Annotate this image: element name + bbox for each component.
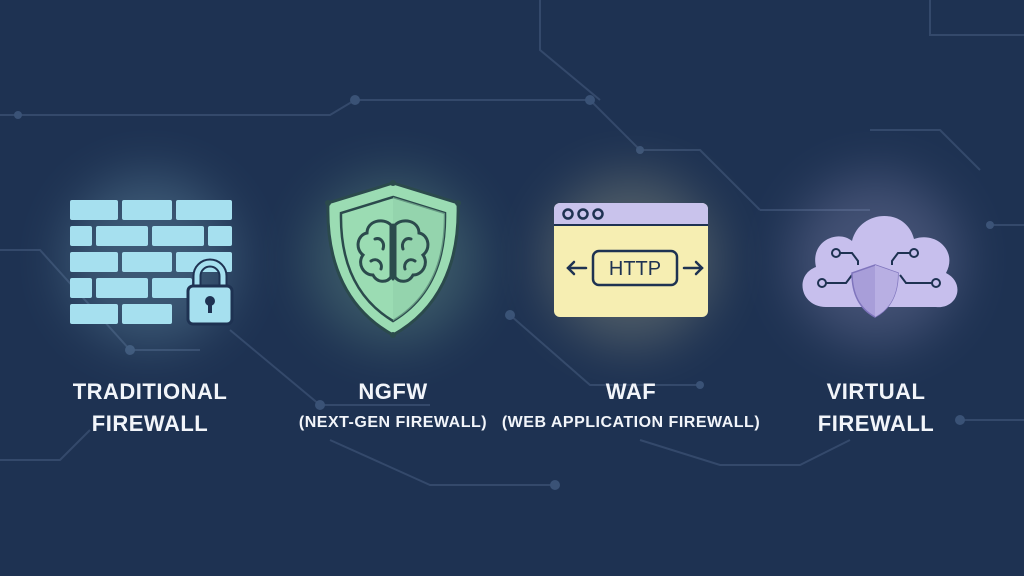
item-subtitle: (NEXT-GEN FIREWALL) bbox=[298, 414, 488, 431]
item-label: TRADITIONAL FIREWALL bbox=[73, 376, 228, 440]
item-title: NGFW bbox=[358, 379, 428, 404]
item-label: WAF (WEB APPLICATION FIREWALL) bbox=[502, 376, 760, 438]
item-title: WAF bbox=[605, 379, 657, 404]
cloud-shield-icon bbox=[802, 215, 958, 318]
item-subtitle: (WEB APPLICATION FIREWALL) bbox=[501, 414, 761, 431]
item-label: NGFW (NEXT-GEN FIREWALL) bbox=[299, 376, 487, 438]
browser-http-icon: HTTP bbox=[554, 203, 708, 317]
item-subtitle: FIREWALL bbox=[91, 411, 209, 436]
item-label: VIRTUAL FIREWALL bbox=[818, 376, 934, 440]
card-traditional-firewall: TRADITIONAL FIREWALL bbox=[30, 170, 270, 470]
brick-wall-lock-icon bbox=[70, 200, 234, 326]
shield-brain-icon bbox=[325, 180, 461, 338]
http-badge: HTTP bbox=[609, 258, 661, 280]
card-waf: HTTP WAF (WEB APPLICATION FIREWALL) bbox=[502, 170, 760, 470]
item-subtitle: FIREWALL bbox=[817, 411, 935, 436]
item-title: VIRTUAL bbox=[826, 379, 926, 404]
card-virtual-firewall: VIRTUAL FIREWALL bbox=[756, 170, 996, 470]
card-ngfw: NGFW (NEXT-GEN FIREWALL) bbox=[273, 170, 513, 470]
item-title: TRADITIONAL bbox=[72, 379, 228, 404]
